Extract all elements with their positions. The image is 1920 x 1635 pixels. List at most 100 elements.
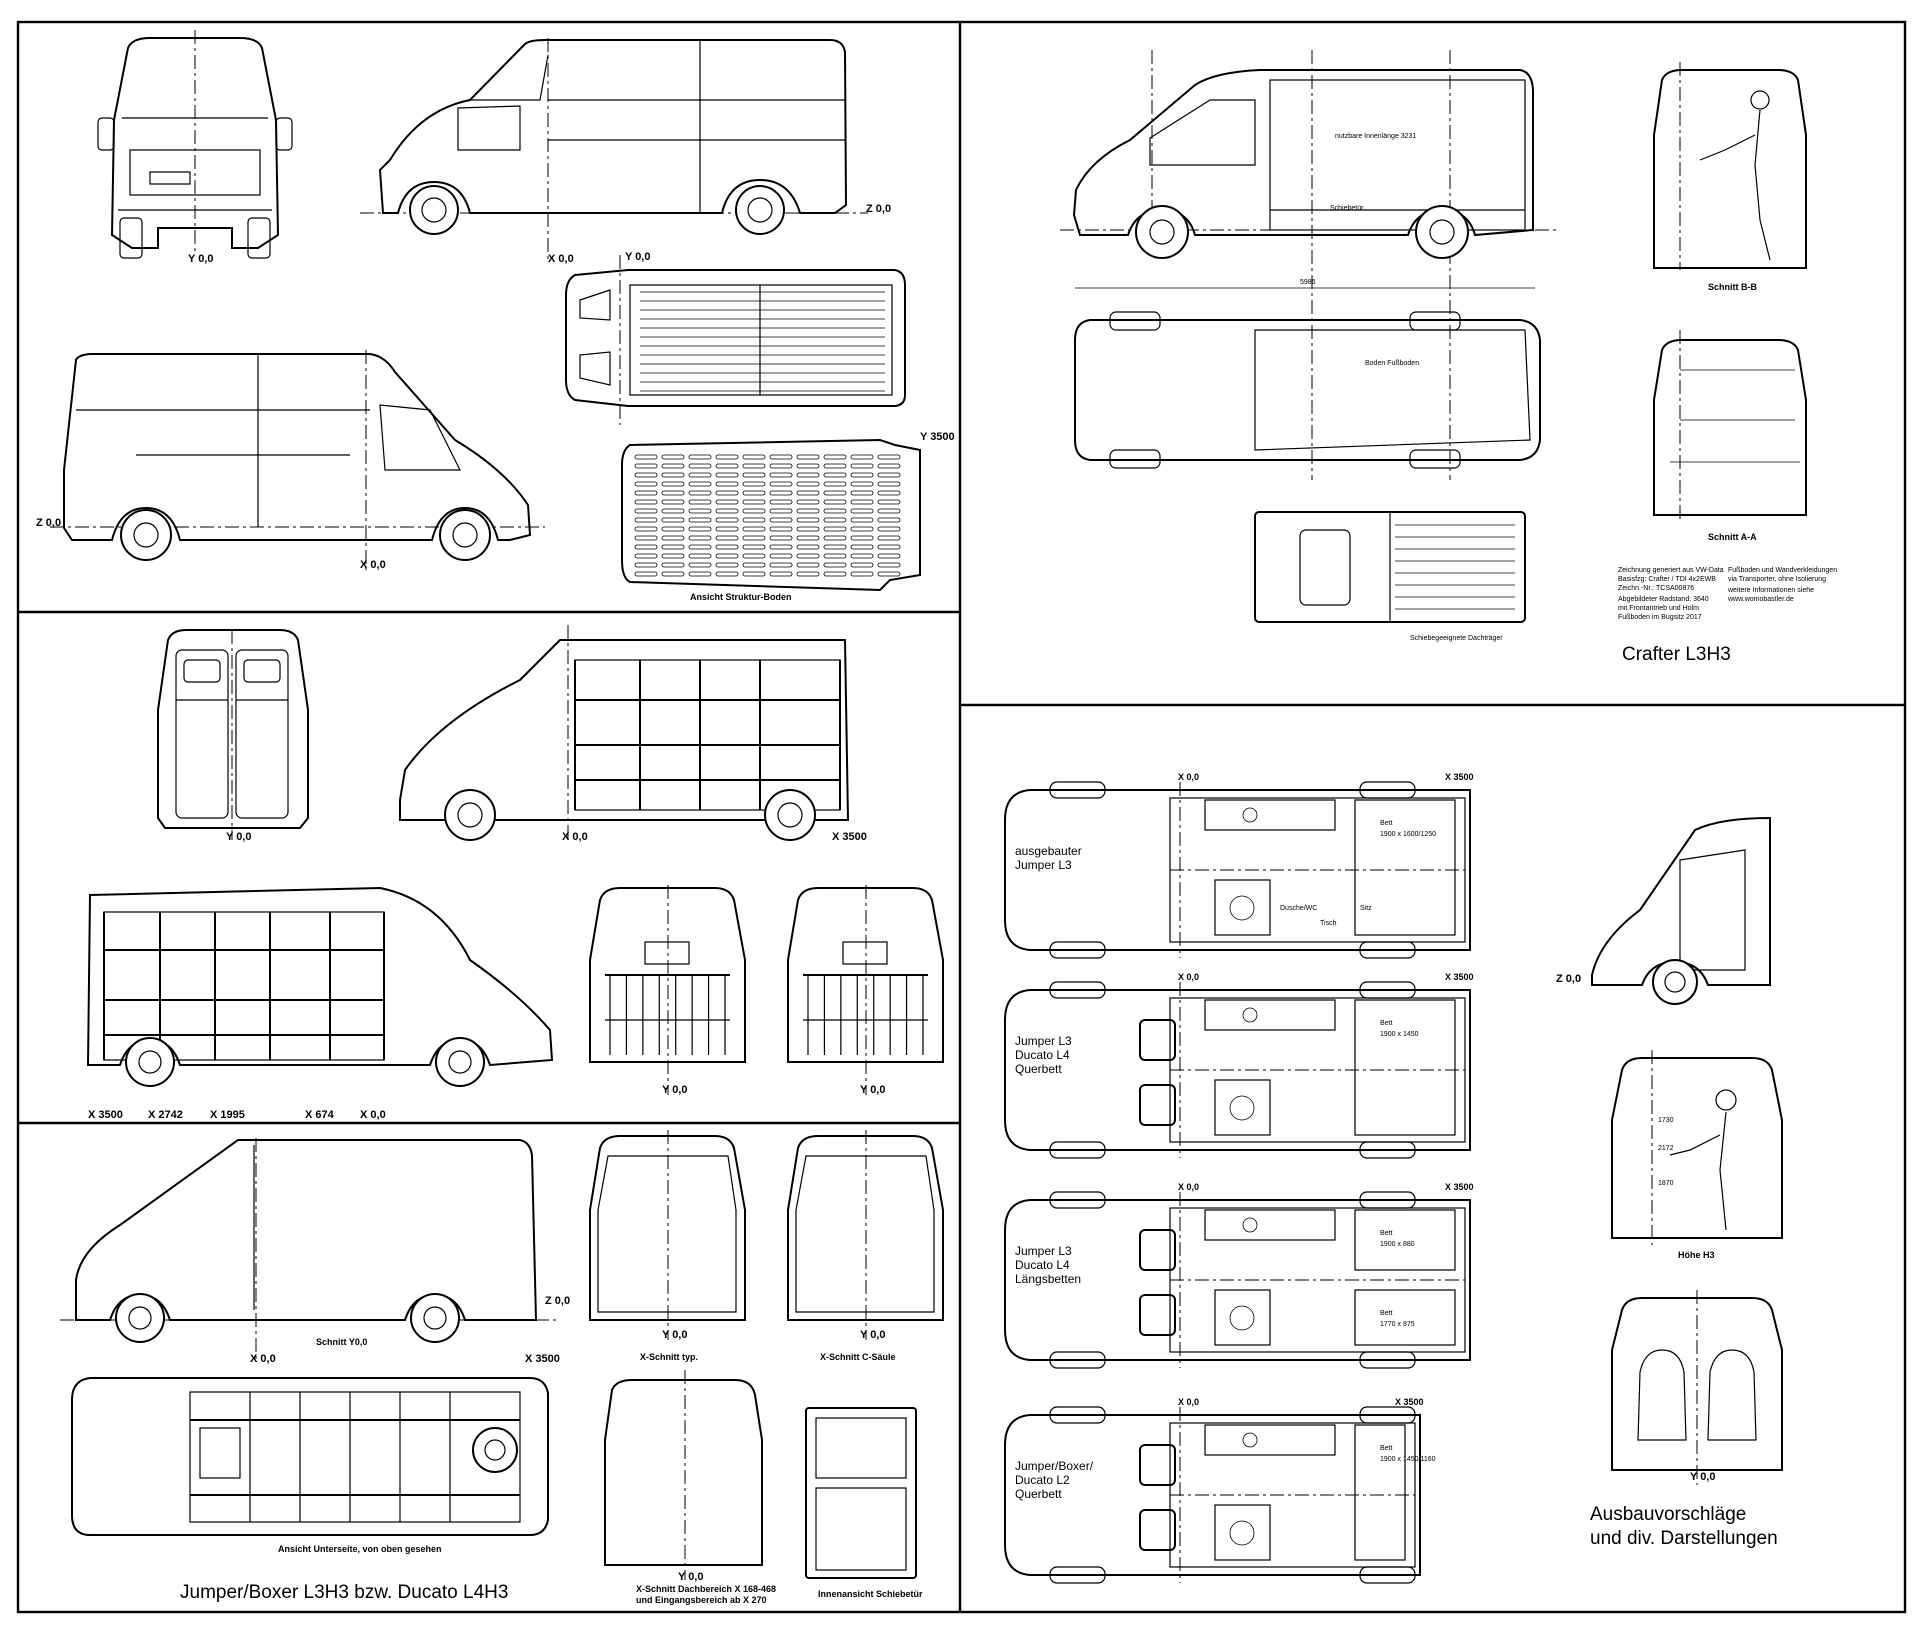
sink (1242, 807, 1258, 823)
label-y0: Y 0,0 (188, 253, 214, 265)
swivel-seat (1139, 1509, 1176, 1551)
floor-slot (661, 463, 685, 469)
label-x0-y0view: X 0,0 (250, 1353, 276, 1365)
floor-slot (715, 481, 739, 487)
floor-slot (661, 562, 685, 568)
floor-slot (877, 499, 901, 505)
layout-x3500-label: X 3500 (1445, 972, 1474, 982)
floor-slot (769, 508, 793, 514)
crafter-boden-callout: Boden Fußboden (1365, 360, 1419, 367)
schnitt-y0-view: Schnitt Y0,0 X 0,0 X 3500 Z 0,0 (60, 1138, 570, 1365)
panel-crafter: nutzbare Innenlänge 3231 Schiebetür 5986… (1060, 50, 1837, 665)
floor-slot (634, 472, 658, 478)
label-y0-xst: Y 0,0 (662, 1329, 688, 1341)
kitchen-block (1204, 799, 1336, 831)
floor-slot (688, 454, 712, 460)
floor-slot (688, 535, 712, 541)
crafter-roof-view: Schiebegeeignete Dachträger (1254, 511, 1526, 642)
floor-slot (715, 490, 739, 496)
floor-slot (688, 553, 712, 559)
wheel (1049, 1351, 1106, 1369)
panel-jumper-structure: Y 0,0 X 0,0 X 3500 X 3500 X 2742 X 1995 … (86, 625, 944, 1121)
layout-label-line: Jumper/Boxer/ (1015, 1459, 1094, 1473)
floor-slot (877, 454, 901, 460)
floor-slot (634, 562, 658, 568)
floor-slot (850, 472, 874, 478)
wheel (1049, 781, 1106, 799)
floor-slot (634, 571, 658, 577)
floor-slot (742, 463, 766, 469)
label-y0-xs2: Y 0,0 (860, 1084, 886, 1096)
bett-size: 1900 x 1450/1160 (1380, 1456, 1436, 1463)
crafter-note-left-5: mit Frontantrieb und Holm (1618, 605, 1699, 612)
caption-x-schnitt-dach-1: X-Schnitt Dachbereich X 168-468 (636, 1584, 776, 1594)
floor-slot (823, 463, 847, 469)
crafter-roof-ribs (1395, 524, 1515, 610)
floor-slot (796, 454, 820, 460)
floor-slot (742, 517, 766, 523)
bett-size: 1900 x 1450 (1380, 1031, 1419, 1038)
vehicle-outline (1004, 989, 1471, 1151)
floor-slot (661, 544, 685, 550)
wheel (1359, 781, 1416, 799)
panel-jumper-exterior: Y 0,0 X 0,0 Z 0,0 Y 0,0 (36, 30, 955, 602)
label-x3500-mid: X 3500 (832, 831, 867, 843)
sheet-frame (16, 20, 1907, 1614)
side-view-van-right: X 0,0 Z 0,0 (360, 38, 891, 265)
floor-slot (634, 481, 658, 487)
title-ausbau-2: und div. Darstellungen (1590, 1528, 1778, 1549)
floor-slot (634, 463, 658, 469)
cab-side-view: Z 0,0 (1556, 816, 1771, 1005)
swivel-seat (1139, 1294, 1176, 1336)
floor-slot (688, 499, 712, 505)
floor-slot (688, 508, 712, 514)
floor-slot (796, 562, 820, 568)
floor-slot (850, 553, 874, 559)
crafter-laderaum-dim: nutzbare Innenlänge 3231 (1335, 133, 1416, 140)
kitchen-block (1204, 1209, 1336, 1241)
bett-label: Bett (1380, 820, 1393, 827)
floor-slot (742, 490, 766, 496)
floor-slot (688, 481, 712, 487)
floor-slot (634, 526, 658, 532)
layout-label-line: Jumper L3 (1015, 1244, 1072, 1258)
label-y0-xs1: Y 0,0 (662, 1084, 688, 1096)
floor-slot (796, 472, 820, 478)
cross-section-1: Y 0,0 (589, 885, 746, 1096)
caption-schnitt-aa: Schnitt A-A (1708, 532, 1757, 542)
floor-slot (796, 544, 820, 550)
bett2-size: 1770 x 875 (1380, 1321, 1415, 1328)
crafter-schnitt-bb: Schnitt B-B (1653, 62, 1807, 292)
floor-slot (715, 553, 739, 559)
floor-slot (661, 526, 685, 532)
side-view-van-left: X 0,0 Z 0,0 (36, 350, 545, 571)
wheel (1359, 941, 1416, 959)
layout-label-line: Jumper L3 (1015, 1034, 1072, 1048)
label-y0-roof: Y 0,0 (625, 251, 651, 263)
floor-slot (796, 571, 820, 577)
floor-slot (769, 526, 793, 532)
crafter-note-right-1: Fußboden und Wandverkleidungen (1728, 567, 1837, 574)
crafter-note-left-1: Zeichnung generiert aus VW-Data (1618, 567, 1724, 574)
crafter-schnitt-aa: Schnitt A-A (1653, 330, 1807, 542)
swivel-seat (1139, 1019, 1176, 1061)
wheel (1359, 981, 1416, 999)
floor-slot (715, 499, 739, 505)
vehicle-outline (1004, 789, 1471, 951)
crafter-note-left-3: Zeichn.-Nr.: TCSA00876 (1618, 585, 1694, 592)
floor-slot (796, 481, 820, 487)
wheel (1359, 1191, 1416, 1209)
floor-slot (850, 562, 874, 568)
floor-slot (823, 490, 847, 496)
floor-slot (877, 472, 901, 478)
side-section-frame: X 0,0 X 3500 (399, 625, 867, 843)
floor-slot (688, 472, 712, 478)
kitchen-block (1204, 999, 1336, 1031)
floor-slot (715, 544, 739, 550)
floor-slot (688, 562, 712, 568)
floor-slot (796, 553, 820, 559)
floor-slot (796, 517, 820, 523)
